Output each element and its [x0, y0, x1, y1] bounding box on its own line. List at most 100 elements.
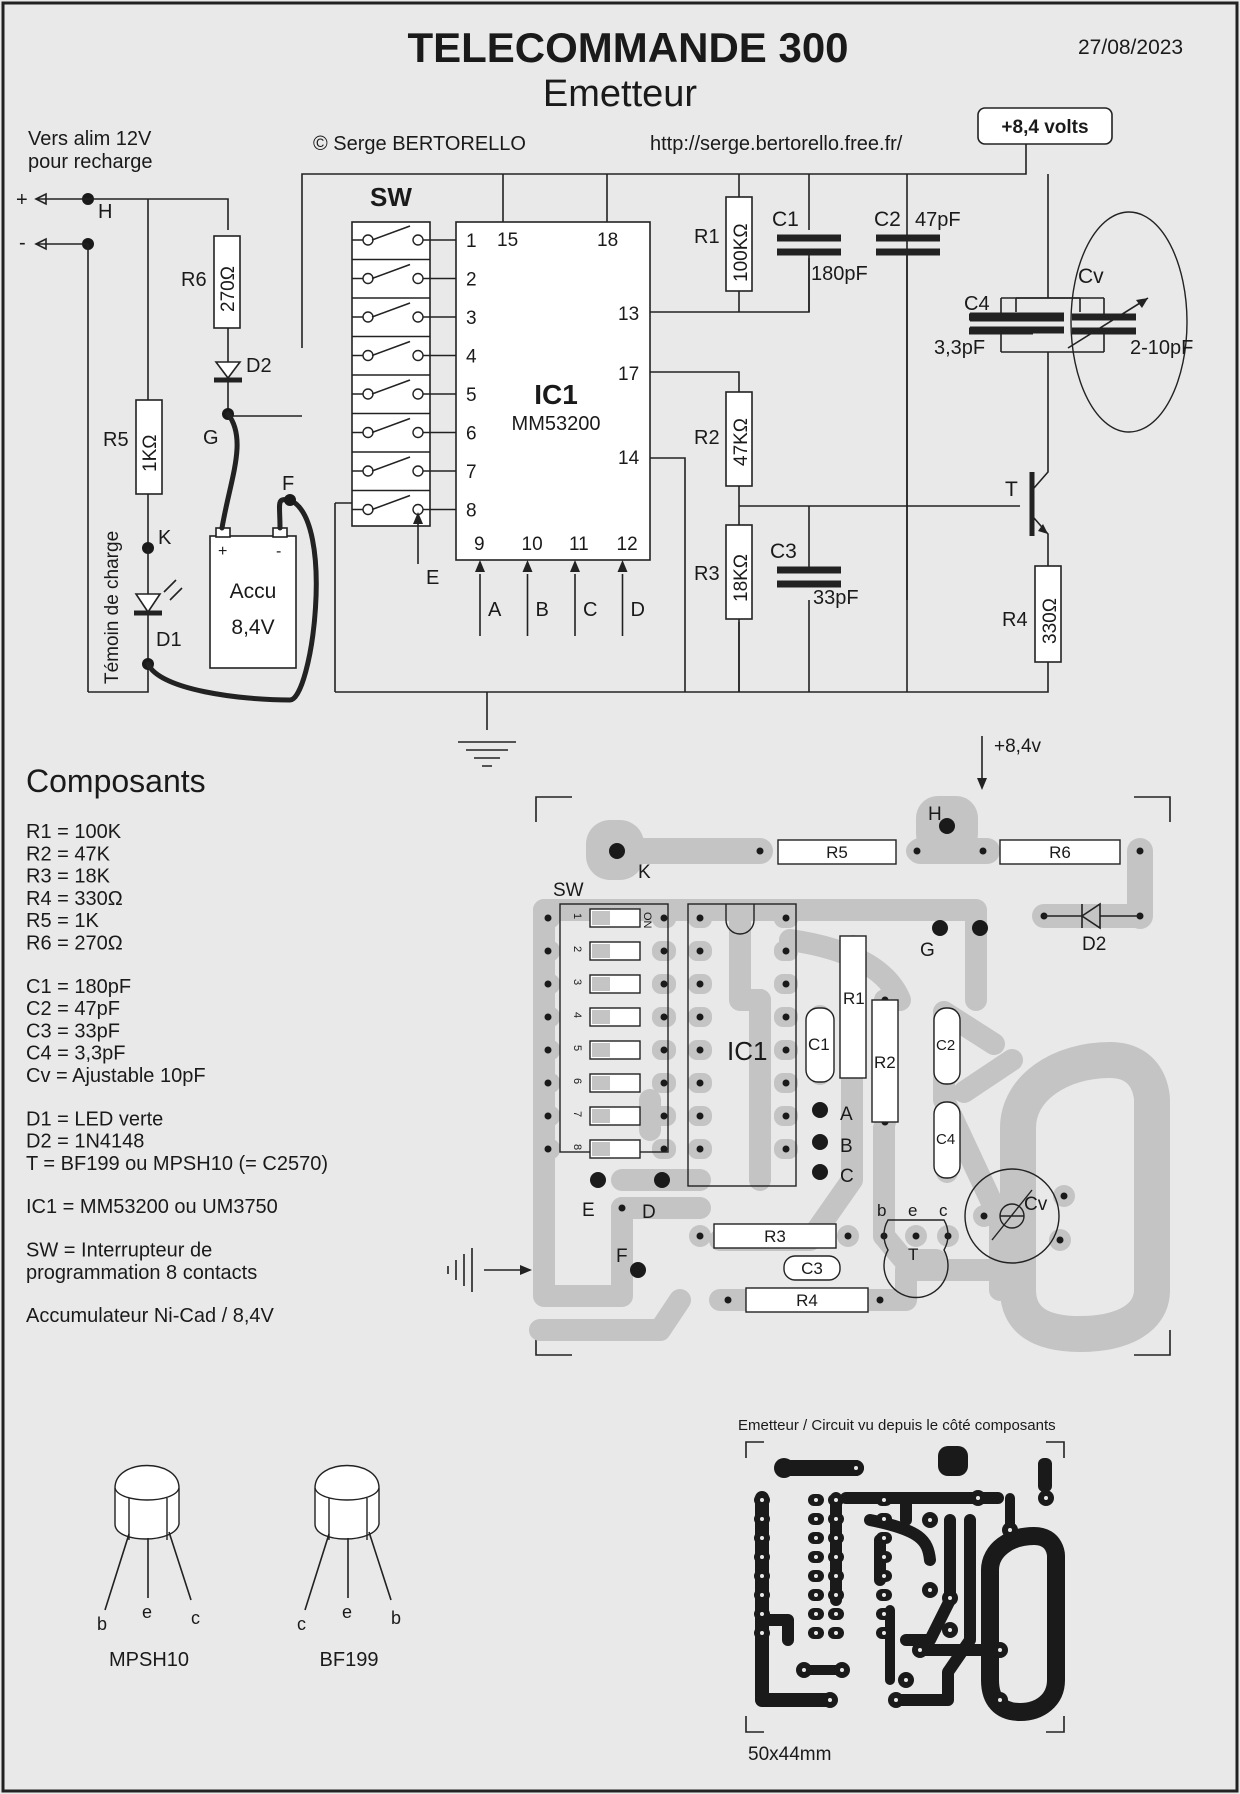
supply-rail: [227, 144, 1049, 417]
copper-drill: [834, 1631, 838, 1635]
node-k: K: [158, 527, 172, 549]
copper-drill: [976, 1496, 980, 1500]
component-line: D1 = LED verte: [26, 1108, 163, 1130]
copper-drill: [998, 1648, 1002, 1652]
pcb-sw-label: SW: [553, 880, 584, 901]
r5-label: R5: [103, 429, 129, 451]
component-line: C2 = 47pF: [26, 998, 120, 1020]
pcb-drill: [1056, 1236, 1064, 1244]
cv-label: Cv: [1078, 265, 1104, 288]
copper-drill: [814, 1517, 818, 1521]
node-g: G: [203, 427, 219, 449]
pinout-name: BF199: [320, 1649, 379, 1671]
pcb-r5-label: R5: [826, 843, 848, 862]
copper-drill: [834, 1498, 838, 1502]
pcb-drill: [696, 1232, 704, 1240]
copper-drill: [882, 1555, 886, 1559]
pinout-pin: e: [142, 1602, 152, 1622]
pcb-drill: [844, 1232, 852, 1240]
component-line: C4 = 3,3pF: [26, 1043, 126, 1065]
copper-drill: [840, 1668, 844, 1672]
r1-value: 100KΩ: [731, 223, 752, 282]
cv-value: 2-10pF: [1130, 337, 1193, 359]
pinout-name: MPSH10: [109, 1649, 189, 1671]
url-label: http://serge.bertorello.free.fr/: [650, 133, 903, 155]
pcb-c4-label: C4: [936, 1131, 955, 1148]
ic1-pin-15: 15: [497, 230, 518, 251]
pcb-drill: [1060, 1192, 1068, 1200]
pcb-sw-lever: [592, 1010, 610, 1024]
copper-drill: [1008, 1528, 1012, 1532]
ic1-pin-18: 18: [597, 230, 618, 251]
components-title: Composants: [26, 763, 206, 799]
component-line: R2 = 47K: [26, 843, 111, 865]
component-line: SW = Interrupteur de: [26, 1240, 212, 1262]
pcb-drill: [660, 980, 668, 988]
ic1-pin-label: 9: [474, 534, 485, 555]
input-label: D: [631, 599, 645, 621]
dip-switch-row: [352, 258, 456, 285]
copper-drill: [828, 1698, 832, 1702]
input-label: A: [488, 599, 502, 621]
component-line: C1 = 180pF: [26, 976, 131, 998]
pcb-drill: [544, 1145, 552, 1153]
copper-drill: [834, 1517, 838, 1521]
pcb-test-point: [939, 818, 955, 834]
copper-drill: [760, 1631, 764, 1635]
battery-label: Accu: [230, 580, 277, 603]
pinout-pin: b: [391, 1608, 401, 1628]
pcb-drill: [544, 1112, 552, 1120]
pcb-drill: [660, 1145, 668, 1153]
r5-value: 1KΩ: [140, 435, 161, 472]
ic1-name: IC1: [534, 379, 578, 410]
pcb-drill: [696, 1079, 704, 1087]
copper-drill: [928, 1588, 932, 1592]
pcb-drill: [660, 1079, 668, 1087]
copper-drill: [814, 1498, 818, 1502]
pcb-sw-lever: [592, 1076, 610, 1090]
pcb-test-point: [932, 920, 948, 936]
pcb-pin-e: e: [908, 1201, 917, 1220]
pcb-components: R5 R6 D2 H K G R1 R2 C1 C2 C4 IC1 SW ON …: [447, 804, 1140, 1313]
copper-drill: [760, 1574, 764, 1578]
c4-label: C4: [964, 293, 990, 315]
pcb-pads: [536, 796, 1151, 1311]
copper-drill: [814, 1536, 818, 1540]
component-line: programmation 8 contacts: [26, 1262, 257, 1284]
pcb-test-point: [812, 1134, 828, 1150]
copper-drill: [998, 1698, 1002, 1702]
copper-drill: [814, 1574, 818, 1578]
pcb-sw-number: 1: [571, 913, 583, 919]
copper-drill: [834, 1555, 838, 1559]
pcb-drill: [782, 1079, 790, 1087]
copper-drill: [760, 1555, 764, 1559]
pcb-sw-number: 3: [571, 979, 583, 985]
component-line: C3 = 33pF: [26, 1020, 120, 1042]
pcb-drill: [979, 847, 987, 855]
ic1-pin-label: 5: [466, 385, 477, 406]
pcb-transistor-label: T: [908, 1245, 918, 1264]
d1-label: D1: [156, 629, 182, 651]
pcb-r3-label: R3: [764, 1227, 786, 1246]
r2-value: 47KΩ: [731, 418, 752, 466]
pcb-drill: [782, 980, 790, 988]
pcb-sw-lever: [592, 1142, 610, 1156]
copper-drill: [882, 1498, 886, 1502]
pcb-r4-label: R4: [796, 1291, 818, 1310]
charge-connector: + - H: [16, 189, 229, 692]
pinout-pin: b: [97, 1614, 107, 1634]
component-line: Cv = Ajustable 10pF: [26, 1065, 206, 1087]
c1-label: C1: [772, 208, 799, 231]
r4-label: R4: [1002, 609, 1028, 631]
transistor-t: T: [1005, 352, 1049, 566]
pcb-drill: [876, 1296, 884, 1304]
copper-drill: [834, 1593, 838, 1597]
pcb-test-point: [654, 1172, 670, 1188]
input-arrow: [475, 560, 485, 572]
pcb-test-point: [590, 1172, 606, 1188]
pcb-sw-number: 7: [571, 1111, 583, 1117]
resistor-r6: 270Ω R6: [181, 235, 241, 362]
pcb-supply-label: +8,4v: [994, 736, 1042, 757]
